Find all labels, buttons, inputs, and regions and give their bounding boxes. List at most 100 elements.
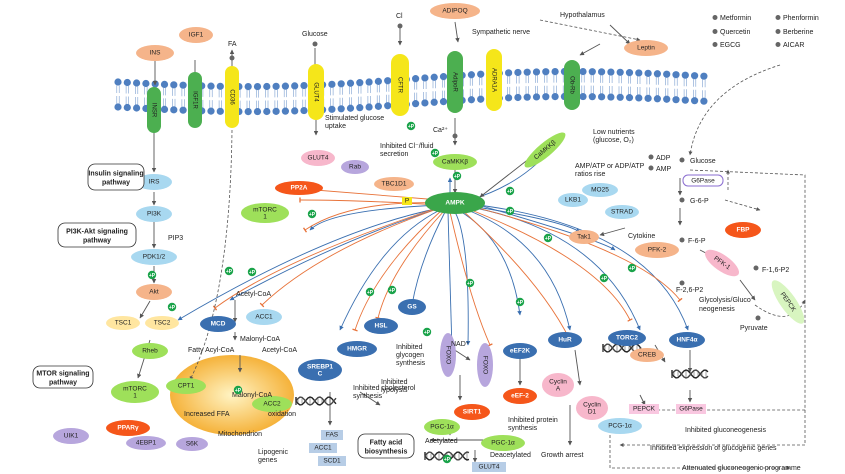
inhibited-expression-label: Inhibited expression of glucogenic genes bbox=[650, 445, 777, 452]
phosphate-label: +P bbox=[149, 273, 156, 279]
cftr-receptor: CFTR bbox=[391, 54, 409, 116]
lipid-head bbox=[532, 68, 541, 76]
lipid-head bbox=[216, 82, 224, 90]
phosphate-marker: +P bbox=[247, 267, 257, 277]
fbp-node-label: FBP bbox=[737, 227, 751, 234]
eef2-node-label: eEF-2 bbox=[511, 393, 529, 400]
lipid-head bbox=[374, 77, 382, 85]
torc2-node-label: TORC2 bbox=[616, 335, 638, 342]
uik1-node-label: UIK1 bbox=[64, 433, 79, 440]
uik1-node: UIK1 bbox=[53, 428, 89, 444]
s6k-node-label: S6K bbox=[186, 441, 199, 448]
lipid-tail bbox=[349, 86, 352, 95]
lipid-tail bbox=[646, 76, 650, 85]
g6pase-top-node: G6Pase bbox=[682, 174, 724, 187]
insr-receptor: INSR bbox=[147, 87, 161, 133]
mo25-node-label: MO25 bbox=[591, 187, 609, 194]
lipid-tail bbox=[628, 86, 631, 95]
lipid-tail bbox=[702, 90, 706, 99]
lipid-head bbox=[337, 105, 345, 113]
lipid-tail bbox=[693, 89, 697, 98]
insr-receptor-label: INSR bbox=[150, 103, 156, 118]
glut4-vesicle: GLUT4 bbox=[301, 150, 335, 166]
leptin-ligand-label: Leptin bbox=[637, 45, 655, 52]
drug-dot bbox=[712, 15, 718, 20]
mitochondrion bbox=[170, 355, 294, 435]
attenuated-programme-label: Attenuated gluconeogenic programme bbox=[682, 465, 801, 472]
foxo-node-b-label: FOXO bbox=[481, 356, 488, 374]
lipid-head bbox=[365, 103, 373, 111]
gs-node: GS bbox=[398, 299, 426, 315]
deacetylated-label: Deacetylated bbox=[490, 452, 531, 459]
lipid-head bbox=[253, 82, 262, 91]
lipid-tail bbox=[479, 77, 483, 86]
lipid-head bbox=[365, 78, 373, 86]
glucose-r-dot bbox=[679, 157, 685, 163]
ampk-inhibition-lines bbox=[212, 185, 683, 347]
mitochondrion-label: Mitochondrion bbox=[218, 431, 262, 438]
pgc1a-node-b: PGC-1α bbox=[481, 435, 525, 451]
lipid-tail bbox=[339, 86, 343, 95]
lipid-tail bbox=[665, 77, 669, 86]
acc2-node-label: ACC2 bbox=[263, 401, 281, 408]
adipor-receptor: AdipoR bbox=[447, 51, 463, 113]
lipid-tail bbox=[256, 100, 259, 109]
foxo-node-a: FOXO bbox=[440, 333, 456, 377]
lipid-tail bbox=[442, 90, 445, 99]
lipid-tail bbox=[702, 79, 706, 88]
lipid-head bbox=[523, 68, 531, 76]
pfk1-node: PFK-1 bbox=[704, 249, 740, 277]
lipid-tail bbox=[246, 89, 250, 98]
strad-node-label: STRAD bbox=[611, 209, 633, 216]
low-nutrients-label: Low nutrients(glucose, O₂) bbox=[593, 129, 635, 144]
amp-label: AMP bbox=[656, 166, 672, 173]
pgc1a-node-b-label: PGC-1α bbox=[491, 440, 515, 447]
lipid-tail bbox=[125, 96, 129, 105]
lipid-head bbox=[607, 68, 615, 76]
phosphate-label: +P bbox=[235, 388, 242, 394]
obrb-receptor: Ob-Rb bbox=[564, 60, 580, 110]
sympathetic-nerve-label: Sympathetic nerve bbox=[472, 29, 530, 36]
akt-node: Akt bbox=[136, 284, 172, 300]
lipid-tail bbox=[590, 85, 594, 94]
pcg1a-node-label: PCG-1α bbox=[608, 423, 632, 430]
lipid-head bbox=[300, 106, 308, 115]
lipid-head bbox=[672, 96, 680, 104]
cftr-receptor-label: CFTR bbox=[396, 77, 402, 94]
phosphate-label: +P bbox=[169, 305, 176, 311]
g6pase-top-label: G6Pase bbox=[691, 178, 715, 185]
lipid-head bbox=[412, 75, 420, 83]
acc1-gene: ACC1 bbox=[309, 443, 337, 453]
fas-gene-label: FAS bbox=[326, 432, 339, 439]
strad-node: STRAD bbox=[605, 205, 639, 219]
pdk12-node: PDK1/2 bbox=[131, 249, 177, 265]
g6pase-gene: G6Pase bbox=[676, 404, 706, 414]
pcg1a-node: PCG-1α bbox=[598, 418, 642, 434]
lipid-tail bbox=[163, 87, 166, 96]
phosphate-label: +P bbox=[249, 270, 256, 276]
rheb-node-label: Rheb bbox=[142, 348, 158, 355]
lipid-tail bbox=[618, 86, 622, 95]
f16p2-dot bbox=[753, 265, 759, 271]
lipid-head bbox=[514, 68, 522, 77]
phosphate-marker: +P bbox=[452, 171, 462, 181]
lipid-head bbox=[179, 106, 187, 114]
sirt1-node: SIRT1 bbox=[454, 404, 490, 420]
cl-dot bbox=[397, 23, 403, 29]
adra1a-receptor: ADRA1A bbox=[486, 49, 502, 111]
pyruvate-label: Pyruvate bbox=[740, 325, 768, 332]
pip3-label: PIP3 bbox=[168, 235, 183, 242]
lipid-head bbox=[421, 74, 429, 82]
lipid-tail bbox=[181, 99, 185, 108]
rheb-node: Rheb bbox=[132, 343, 168, 359]
phosphate-marker: +P bbox=[599, 273, 609, 283]
hmgr-node: HMGR bbox=[337, 341, 377, 357]
f16p2-label: F-1,6-P2 bbox=[762, 267, 789, 274]
